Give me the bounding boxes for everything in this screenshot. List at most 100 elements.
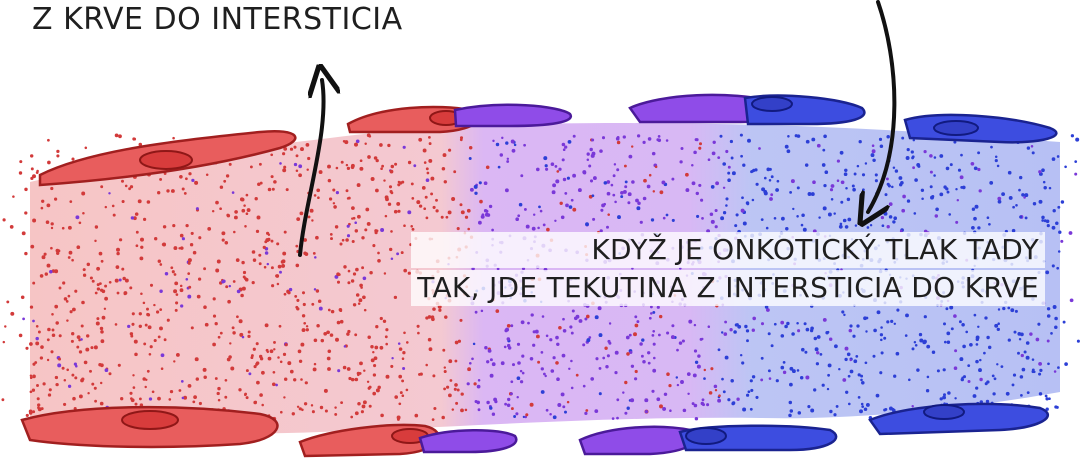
particle-dot [1060,240,1063,243]
particle-dot [930,171,933,174]
particle-dot [752,375,755,378]
particle-dot [140,246,143,249]
particle-dot [977,326,979,328]
particle-dot [777,180,780,183]
particle-dot [347,167,350,170]
particle-dot [729,328,732,331]
particle-dot [296,170,299,173]
particle-dot [316,324,320,328]
particle-dot [150,345,153,348]
particle-dot [223,180,226,183]
particle-dot [711,220,715,224]
particle-dot [810,409,814,413]
particle-dot [215,269,219,273]
particle-dot [715,209,718,212]
particle-dot [139,325,142,328]
particle-dot [849,324,852,327]
particle-dot [572,174,576,178]
particle-dot [250,165,253,168]
particle-dot [354,333,357,336]
particle-dot [339,242,342,245]
particle-dot [727,178,731,182]
particle-dot [1056,406,1059,409]
particle-dot [215,322,218,325]
particle-dot [79,350,82,353]
particle-dot [135,212,139,216]
particle-dot [32,219,36,223]
particle-dot [536,168,540,172]
particle-dot [402,351,405,354]
particle-dot [203,305,207,309]
particle-dot [594,409,598,413]
particle-dot [261,371,265,375]
particle-dot [412,228,415,231]
particle-dot [35,341,39,345]
particle-dot [687,372,691,376]
particle-dot [768,369,771,372]
particle-dot [244,394,247,397]
particle-dot [356,139,360,143]
particle-dot [907,199,910,202]
particle-dot [728,166,731,169]
particle-dot [275,384,278,387]
particle-dot [355,229,358,232]
particle-dot [989,181,993,185]
particle-dot [805,163,808,166]
particle-dot [742,408,746,412]
particle-dot [889,202,893,206]
particle-dot [562,318,565,321]
particle-dot [561,392,565,396]
particle-dot [852,185,855,188]
particle-dot [333,202,335,204]
particle-dot [524,208,527,211]
particle-dot [37,403,40,406]
particle-dot [403,224,406,227]
particle-dot [1015,310,1018,313]
particle-dot [553,356,556,359]
particle-dot [175,309,178,312]
particle-dot [168,398,171,401]
particle-dot [364,228,367,231]
particle-dot [666,139,669,142]
particle-dot [1038,362,1042,366]
particle-dot [485,213,489,217]
particle-dot [426,178,430,182]
particle-dot [402,367,405,370]
particle-dot [198,277,201,280]
particle-dot [448,149,451,152]
label-oncotic-line1: KDYŽ JE ONKOTICKÝ TLAK TADY [411,232,1045,268]
particle-dot [842,378,846,382]
particle-dot [647,185,651,189]
particle-dot [116,252,119,255]
particle-dot [486,166,490,170]
particle-dot [530,403,534,407]
particle-dot [711,185,715,189]
particle-dot [10,312,14,316]
particle-dot [282,152,285,155]
particle-dot [537,227,540,230]
particle-dot [236,315,239,318]
particle-dot [227,214,230,217]
particle-dot [951,327,954,330]
particle-dot [908,379,911,382]
particle-dot [555,361,559,365]
particle-dot [172,270,175,273]
particle-dot [676,349,679,352]
particle-dot [431,317,435,321]
particle-dot [29,411,33,415]
particle-dot [555,179,559,183]
particle-dot [331,310,335,314]
particle-dot [273,348,275,350]
particle-dot [715,389,717,391]
particle-dot [268,188,272,192]
particle-dot [572,208,576,212]
particle-dot [376,388,380,392]
particle-dot [455,402,458,405]
particle-dot [59,334,62,337]
particle-dot [710,212,714,216]
particle-dot [373,373,376,376]
particle-dot [90,346,93,349]
particle-dot [375,189,379,193]
particle-dot [318,299,322,303]
particle-dot [959,320,962,323]
